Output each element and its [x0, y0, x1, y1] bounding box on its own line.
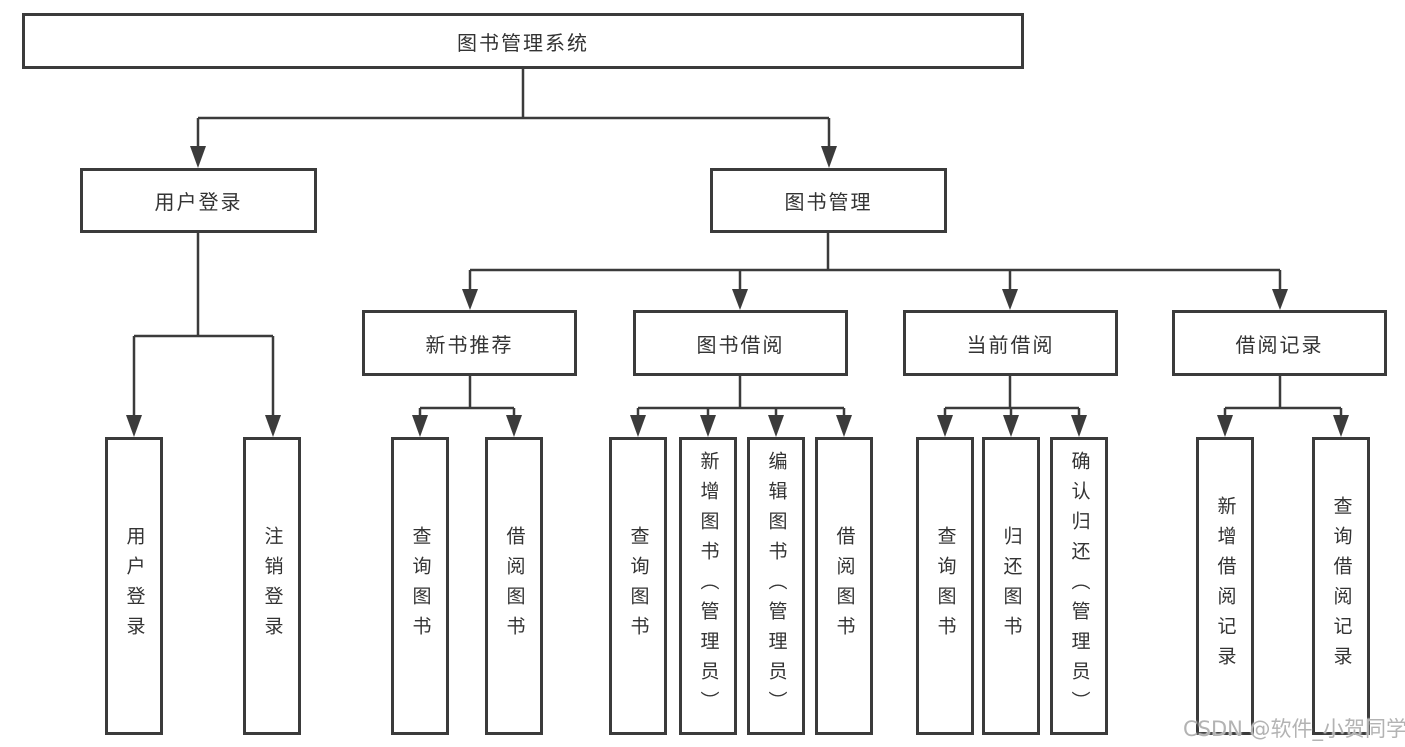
node-new-book-recommend: 新书推荐: [362, 310, 577, 376]
connector-book-management-children: [462, 233, 1288, 310]
leaf-confirm-return-admin: 确认归还（管理员）: [1050, 437, 1108, 735]
arrowhead-icon: [768, 415, 784, 437]
connector-root-to-level1: [190, 69, 837, 168]
arrowhead-icon: [732, 289, 748, 310]
leaf-query-books-current: 查询图书: [916, 437, 974, 735]
arrowhead-icon: [1217, 415, 1233, 437]
node-borrowing-records: 借阅记录: [1172, 310, 1387, 376]
arrowhead-icon: [836, 415, 852, 437]
leaf-user-login: 用户登录: [105, 437, 163, 735]
leaf-logout: 注销登录: [243, 437, 301, 735]
node-user-login: 用户登录: [80, 168, 317, 233]
leaf-borrow-books-recommend-label: 借阅图书: [503, 526, 526, 646]
arrowhead-icon: [1003, 415, 1019, 437]
leaf-user-login-label: 用户登录: [123, 526, 146, 646]
node-book-management-label: 图书管理: [784, 190, 873, 214]
leaf-return-book: 归还图书: [982, 437, 1040, 735]
leaf-borrow-books-recommend: 借阅图书: [485, 437, 543, 735]
leaf-add-borrow-record-label: 新增借阅记录: [1214, 496, 1237, 676]
arrowhead-icon: [265, 415, 281, 437]
node-root-label: 图书管理系统: [457, 30, 589, 55]
connector-book-borrowing-children: [630, 376, 852, 437]
arrowhead-icon: [1333, 415, 1349, 437]
node-borrowing-records-label: 借阅记录: [1235, 332, 1324, 357]
node-user-login-label: 用户登录: [154, 190, 243, 214]
leaf-edit-book-admin-label: 编辑图书（管理员）: [765, 451, 788, 721]
leaf-query-books-recommend: 查询图书: [391, 437, 449, 735]
node-book-borrowing: 图书借阅: [633, 310, 848, 376]
node-current-borrowing: 当前借阅: [903, 310, 1118, 376]
arrowhead-icon: [700, 415, 716, 437]
arrowhead-icon: [1002, 289, 1018, 310]
leaf-query-borrow-record: 查询借阅记录: [1312, 437, 1370, 735]
leaf-borrow-books-borrowing-label: 借阅图书: [833, 526, 856, 646]
arrowhead-icon: [1272, 289, 1288, 310]
arrowhead-icon: [937, 415, 953, 437]
node-new-book-recommend-label: 新书推荐: [425, 332, 514, 357]
arrowhead-icon: [821, 146, 837, 168]
node-current-borrowing-label: 当前借阅: [966, 332, 1055, 357]
leaf-query-books-recommend-label: 查询图书: [409, 526, 432, 646]
leaf-borrow-books-borrowing: 借阅图书: [815, 437, 873, 735]
connector-user-login-children: [126, 233, 281, 437]
leaf-query-books-current-label: 查询图书: [934, 526, 957, 646]
connector-current-borrowing-children: [937, 376, 1087, 437]
node-book-management: 图书管理: [710, 168, 947, 233]
leaf-add-book-admin: 新增图书（管理员）: [679, 437, 737, 735]
arrowhead-icon: [462, 289, 478, 310]
leaf-add-borrow-record: 新增借阅记录: [1196, 437, 1254, 735]
connector-borrowing-records-children: [1217, 376, 1349, 437]
arrowhead-icon: [412, 415, 428, 437]
arrowhead-icon: [1071, 415, 1087, 437]
connector-new-book-recommend-children: [412, 376, 522, 437]
arrowhead-icon: [190, 146, 206, 168]
leaf-edit-book-admin: 编辑图书（管理员）: [747, 437, 805, 735]
node-root: 图书管理系统: [22, 13, 1024, 69]
arrowhead-icon: [126, 415, 142, 437]
leaf-logout-label: 注销登录: [261, 526, 284, 646]
leaf-query-books-borrowing: 查询图书: [609, 437, 667, 735]
arrowhead-icon: [506, 415, 522, 437]
watermark: CSDN @软件_小贺同学: [1183, 717, 1405, 741]
leaf-add-book-admin-label: 新增图书（管理员）: [697, 451, 720, 721]
leaf-return-book-label: 归还图书: [1000, 526, 1023, 646]
leaf-query-books-borrowing-label: 查询图书: [627, 526, 650, 646]
leaf-confirm-return-admin-label: 确认归还（管理员）: [1068, 451, 1091, 721]
leaf-query-borrow-record-label: 查询借阅记录: [1330, 496, 1353, 676]
node-book-borrowing-label: 图书借阅: [696, 332, 785, 357]
arrowhead-icon: [630, 415, 646, 437]
